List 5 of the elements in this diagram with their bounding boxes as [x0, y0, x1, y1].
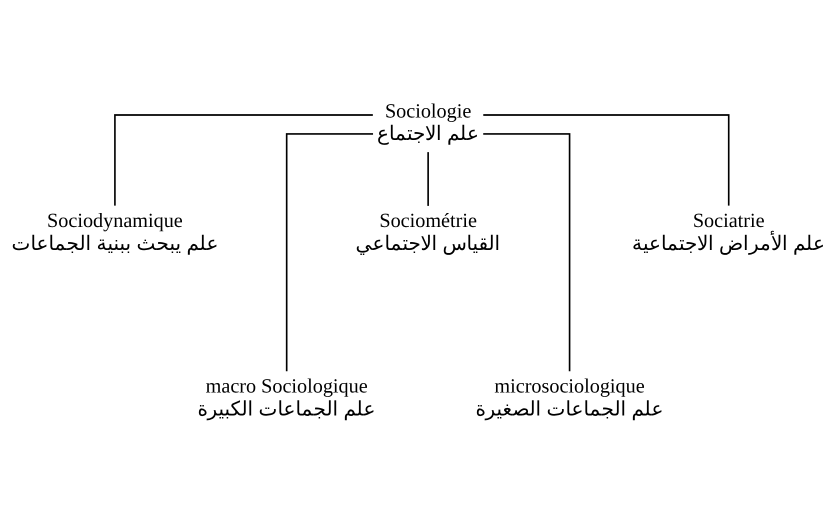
- connector: [483, 114, 730, 206]
- connector: [483, 132, 570, 371]
- connector: [427, 152, 429, 206]
- connector: [114, 114, 373, 206]
- connector: [286, 132, 374, 371]
